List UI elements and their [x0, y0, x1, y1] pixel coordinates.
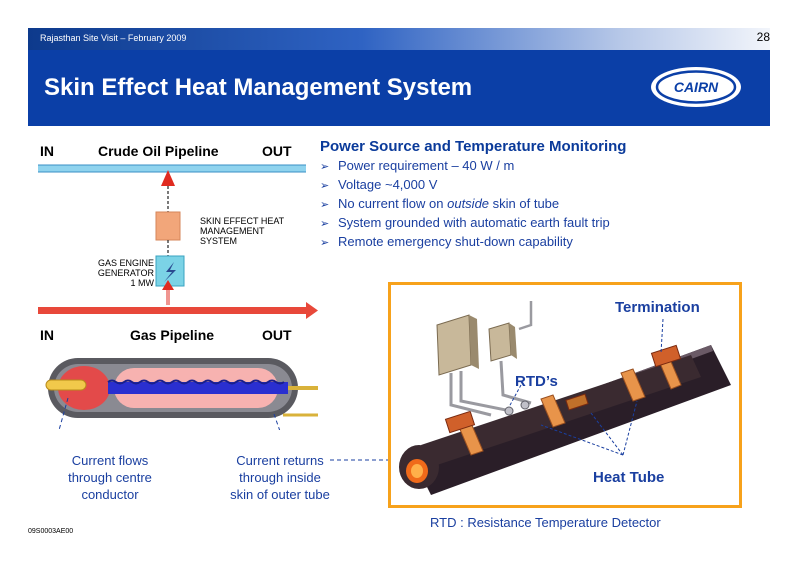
gas-pipeline-label: Gas Pipeline — [130, 327, 215, 343]
list-item: ➢System grounded with automatic earth fa… — [320, 214, 610, 233]
sehms-box — [155, 211, 181, 241]
document-id: 09S0003AE00 — [28, 528, 74, 535]
list-item: ➢No current flow on outside skin of tube — [320, 195, 610, 214]
arrow-bullet-icon: ➢ — [320, 199, 330, 211]
list-item: ➢Power requirement – 40 W / m — [320, 157, 610, 176]
centre-conductor — [108, 382, 288, 394]
sehms-label: SKIN EFFECT HEAT MANAGEMENT SYSTEM — [200, 216, 285, 246]
crude-in-label: IN — [40, 143, 54, 159]
caption-centre-conductor: Current flows through centre conductor — [68, 453, 152, 502]
arrow-bullet-icon: ➢ — [320, 237, 330, 249]
title-bar: Skin Effect Heat Management System CAIRN — [28, 50, 770, 126]
arrow-bullet-icon: ➢ — [320, 180, 330, 192]
heat-tube-label: Heat Tube — [593, 469, 665, 486]
lightning-icon — [164, 262, 176, 282]
list-item: ➢Voltage ~4,000 V — [320, 176, 610, 195]
crude-pipeline — [38, 165, 306, 172]
heat-tube-drawing — [399, 301, 731, 495]
cairn-logo-icon: CAIRN — [651, 67, 741, 107]
gas-arrow-icon — [306, 302, 318, 319]
presentation-subtitle: Rajasthan Site Visit – February 2009 — [40, 33, 187, 43]
crude-pipeline-label: Crude Oil Pipeline — [98, 143, 219, 159]
rtds-label: RTD’s — [515, 373, 558, 390]
generator-label: GAS ENGINE GENERATOR 1 MW — [97, 258, 154, 288]
gas-in-label: IN — [40, 327, 54, 343]
rtd-definition: RTD : Resistance Temperature Detector — [430, 515, 661, 530]
up-arrow-icon — [161, 170, 175, 186]
slide-title: Skin Effect Heat Management System — [44, 74, 473, 101]
arrow-bullet-icon: ➢ — [320, 161, 330, 173]
heat-tube-illustration: Termination RTD’s Heat Tube — [388, 282, 742, 508]
crude-out-label: OUT — [262, 143, 292, 159]
list-item: ➢Remote emergency shut-down capability — [320, 233, 610, 252]
monitoring-title: Power Source and Temperature Monitoring — [320, 138, 627, 155]
page-number: 28 — [756, 30, 770, 44]
gas-out-label: OUT — [262, 327, 292, 343]
pipeline-diagram — [38, 164, 318, 430]
monitoring-list: ➢Power requirement – 40 W / m ➢Voltage ~… — [320, 157, 610, 252]
caption-outer-skin: Current returns through inside skin of o… — [230, 453, 330, 502]
gas-pipeline — [38, 307, 306, 314]
arrow-bullet-icon: ➢ — [320, 218, 330, 230]
termination-label: Termination — [615, 299, 700, 316]
header-strip: Rajasthan Site Visit – February 2009 — [28, 28, 770, 50]
logo-text: CAIRN — [674, 79, 719, 95]
